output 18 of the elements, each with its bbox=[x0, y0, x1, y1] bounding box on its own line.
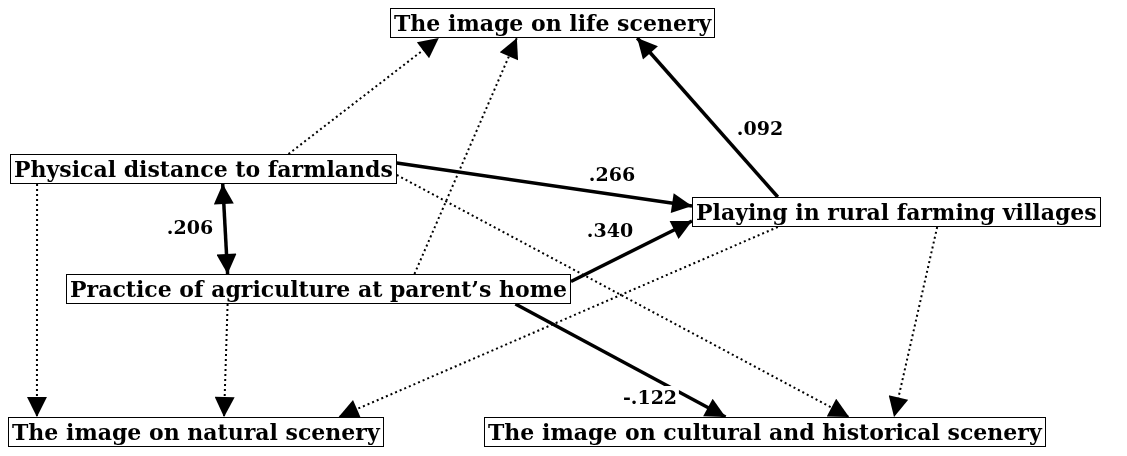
variable-box: The image on cultural and historical scenery bbox=[484, 417, 1046, 447]
arrow bbox=[570, 219, 693, 284]
arrow bbox=[213, 183, 237, 275]
variable-box: The image on natural scenery bbox=[8, 417, 384, 447]
arrow bbox=[396, 161, 693, 213]
arrow bbox=[413, 37, 519, 275]
variable-box: Playing in rural farming villages bbox=[692, 197, 1101, 227]
arrow bbox=[26, 183, 47, 418]
arrow bbox=[635, 36, 780, 199]
variable-box: The image on life scenery bbox=[390, 8, 716, 38]
arrow bbox=[395, 174, 851, 418]
arrow bbox=[888, 226, 939, 418]
arrow bbox=[287, 37, 440, 155]
arrow bbox=[214, 303, 235, 418]
variable-box: Physical distance to farmlands bbox=[10, 154, 397, 184]
arrow bbox=[514, 302, 727, 419]
arrow bbox=[337, 226, 779, 419]
variable-box: Practice of agriculture at parent’s home bbox=[66, 274, 571, 304]
